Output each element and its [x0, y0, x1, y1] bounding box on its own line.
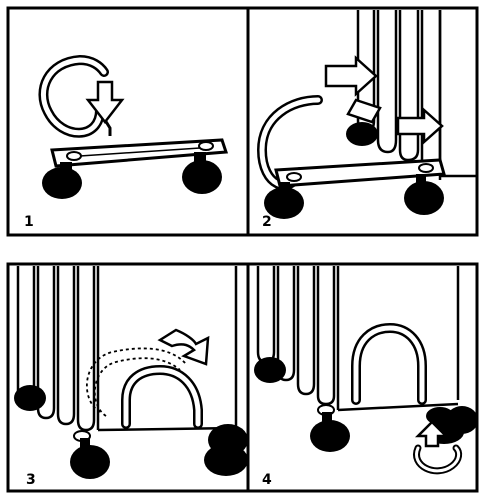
panel-1: 1: [6, 6, 250, 237]
panel-3: 3: [6, 262, 250, 493]
radiator-caster: [346, 98, 382, 146]
radiator-body: [16, 266, 238, 432]
panel-1-number: 1: [24, 214, 34, 230]
right-arrow-icon-lower: [396, 107, 444, 145]
caster-wheel-left: [254, 357, 286, 383]
panel-2-number: 2: [262, 214, 272, 230]
caster-wheel-center: [310, 404, 350, 452]
caster-wheel-left: [42, 162, 82, 199]
caster-wheel-left: [14, 385, 46, 411]
caster-wheel-right: [204, 424, 248, 476]
panel-4: 4: [246, 262, 479, 493]
panel-1-frame: [6, 6, 250, 237]
caster-bar: [50, 138, 229, 168]
caster-wheel-right: [404, 174, 444, 215]
tighten-arrow-icon: [413, 420, 463, 475]
hook-previous-position: [86, 347, 187, 413]
caster-wheel-right: [182, 152, 222, 194]
down-arrow-icon: [85, 80, 125, 125]
panel-3-number: 3: [26, 472, 36, 488]
caster-bar: [274, 158, 446, 188]
panel-4-number: 4: [262, 472, 272, 488]
rotate-arrow-icon: [157, 328, 210, 366]
caster-wheel-center: [70, 430, 110, 479]
panel-2: 2: [246, 6, 479, 237]
right-arrow-icon-upper: [324, 55, 378, 97]
caster-wheel-left: [264, 182, 304, 219]
radiator-body: [256, 266, 460, 412]
